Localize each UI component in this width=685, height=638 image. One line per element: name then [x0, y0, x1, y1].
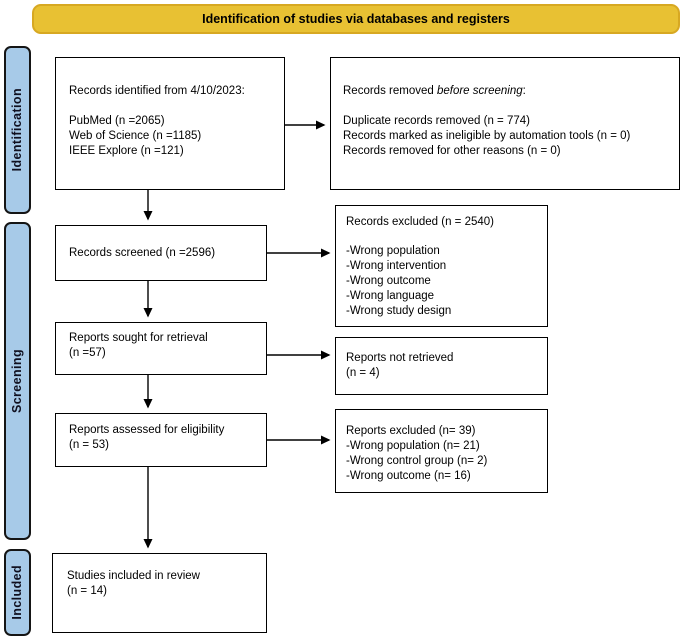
- records-removed-line: Records removed for other reasons (n = 0…: [343, 145, 561, 157]
- box-reports-not-retrieved: Reports not retrieved (n = 4): [335, 337, 548, 395]
- phase-label-screening: Screening: [4, 222, 31, 540]
- reports-not-retrieved-line1: Reports not retrieved: [346, 352, 454, 364]
- records-identified-line: PubMed (n =2065): [69, 115, 165, 127]
- box-records-identified: Records identified from 4/10/2023: PubMe…: [55, 57, 285, 190]
- records-identified-line: Web of Science (n =1185): [69, 130, 202, 142]
- box-studies-included: Studies included in review (n = 14): [52, 553, 267, 633]
- reports-excluded-title: Reports excluded (n= 39): [346, 425, 476, 437]
- reports-excluded-line: -Wrong outcome (n= 16): [346, 470, 471, 482]
- box-reports-sought: Reports sought for retrieval (n =57): [55, 322, 267, 375]
- records-removed-title-italic: before screening: [436, 85, 523, 97]
- box-records-removed: Records removed before screening: Duplic…: [330, 57, 680, 190]
- records-excluded-line: -Wrong outcome: [346, 275, 431, 287]
- box-records-excluded: Records excluded (n = 2540) -Wrong popul…: [335, 205, 548, 327]
- banner-title-text: Identification of studies via databases …: [202, 11, 510, 26]
- studies-included-line1: Studies included in review: [67, 570, 200, 582]
- records-removed-title: Records removed before screening:: [343, 84, 671, 99]
- records-removed-title-suffix: :: [522, 85, 526, 97]
- box-reports-assessed: Reports assessed for eligibility (n = 53…: [55, 413, 267, 467]
- phase-label-included: Included: [4, 549, 31, 636]
- phase-label-identification-text: Identification: [10, 88, 24, 172]
- box-records-screened: Records screened (n =2596): [55, 225, 267, 281]
- box-reports-excluded: Reports excluded (n= 39) -Wrong populati…: [335, 409, 548, 493]
- records-identified-line: IEEE Explore (n =121): [69, 145, 184, 157]
- records-removed-line: Records marked as ineligible by automati…: [343, 130, 631, 142]
- records-excluded-title: Records excluded (n = 2540): [346, 216, 494, 228]
- records-screened-text: Records screened (n =2596): [69, 246, 216, 259]
- reports-excluded-line: -Wrong control group (n= 2): [346, 455, 488, 467]
- reports-assessed-line2: (n = 53): [69, 439, 109, 451]
- banner-title: Identification of studies via databases …: [32, 4, 680, 34]
- reports-sought-line2: (n =57): [69, 347, 106, 359]
- reports-sought-line1: Reports sought for retrieval: [69, 332, 208, 344]
- studies-included-line2: (n = 14): [67, 585, 107, 597]
- records-removed-title-prefix: Records removed: [343, 85, 437, 97]
- phase-label-screening-text: Screening: [10, 348, 24, 414]
- records-excluded-line: -Wrong population: [346, 245, 440, 257]
- records-excluded-line: -Wrong study design: [346, 305, 452, 317]
- phase-label-identification: Identification: [4, 46, 31, 214]
- records-excluded-line: -Wrong language: [346, 290, 435, 302]
- records-identified-title: Records identified from 4/10/2023:: [69, 85, 245, 97]
- reports-assessed-line1: Reports assessed for eligibility: [69, 424, 225, 436]
- records-removed-line: Duplicate records removed (n = 774): [343, 115, 530, 127]
- reports-excluded-line: -Wrong population (n= 21): [346, 440, 480, 452]
- reports-not-retrieved-line2: (n = 4): [346, 367, 380, 379]
- phase-label-included-text: Included: [10, 565, 24, 620]
- records-excluded-line: -Wrong intervention: [346, 260, 447, 272]
